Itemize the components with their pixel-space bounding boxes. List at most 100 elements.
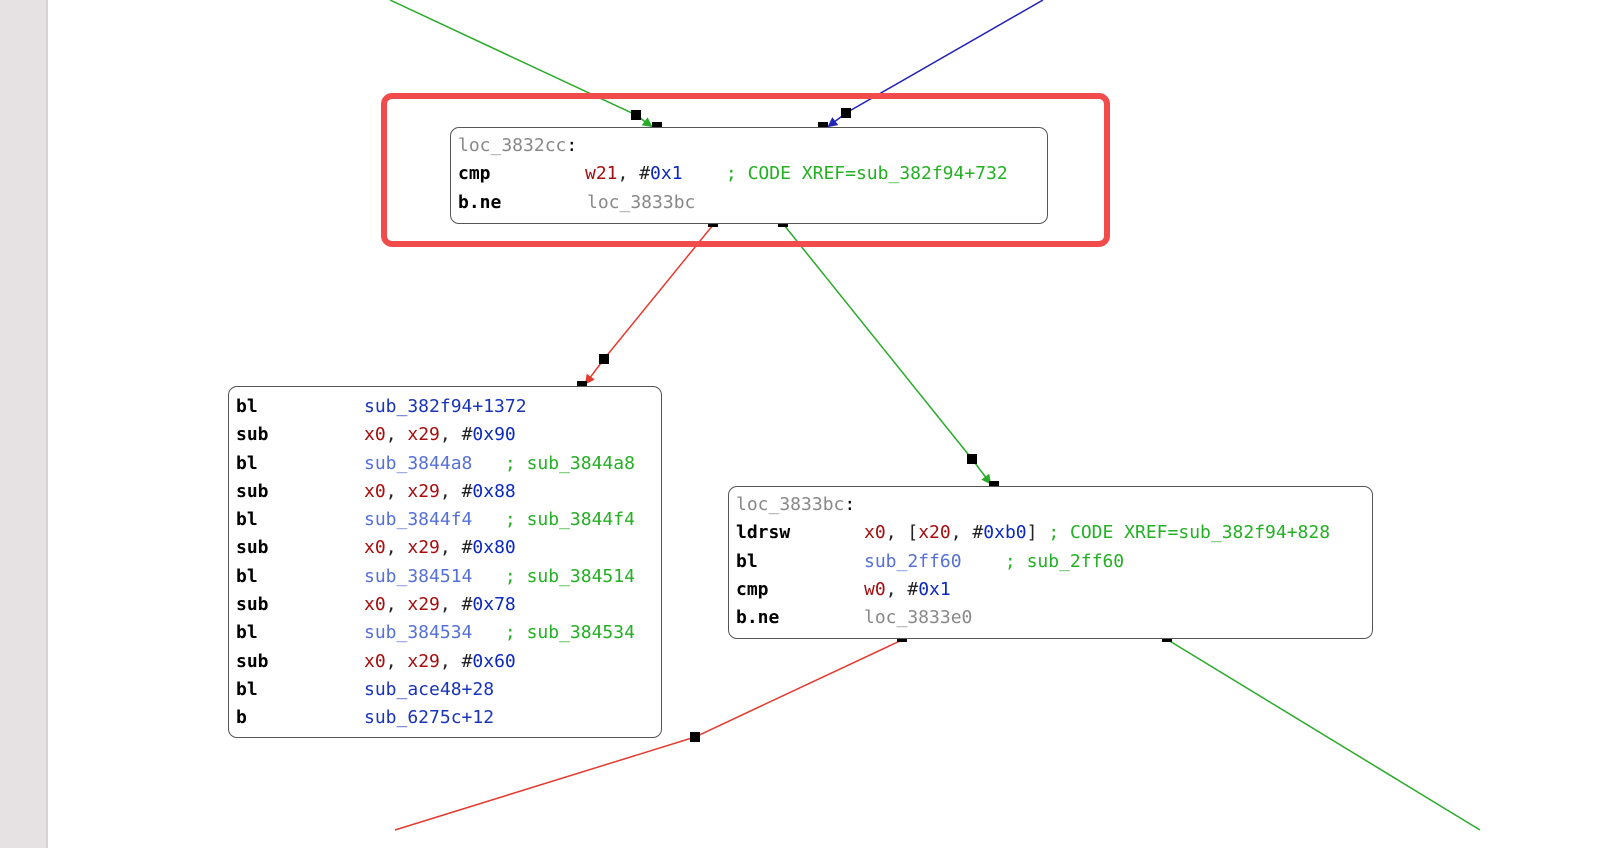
mnemonic: cmp	[458, 163, 491, 185]
call-target[interactable]: sub_384514	[364, 565, 473, 587]
branch-target[interactable]: sub_6275c+12	[364, 707, 495, 729]
call-target[interactable]: sub_ace48+28	[364, 678, 495, 700]
comma: ,	[950, 522, 973, 544]
comment: ; sub_3844f4	[504, 509, 635, 531]
mnemonic: bl	[236, 452, 258, 474]
comma: ,	[439, 650, 462, 672]
hash: #	[461, 537, 473, 559]
block-label-line: loc_3833bc:	[736, 491, 1366, 519]
instruction-line[interactable]: bl sub_ace48+28	[236, 676, 655, 704]
basic-block-loc_3833bc[interactable]: loc_3833bc: ldrsw x0, [x20, #0xb0] ; CODE…	[728, 486, 1373, 639]
left-sidebar	[0, 0, 48, 848]
mnemonic: sub	[236, 650, 269, 672]
comma: ,	[439, 594, 462, 616]
xref-comment[interactable]: ; CODE XREF=sub_382f94+828	[1048, 522, 1331, 544]
comma: ,	[617, 163, 640, 185]
instruction-line[interactable]: bl sub_382f94+1372	[236, 393, 655, 421]
register: x0	[364, 424, 386, 446]
immediate: 0x78	[472, 594, 516, 616]
hash: #	[907, 578, 919, 600]
xref-comment[interactable]: ; CODE XREF=sub_382f94+732	[725, 163, 1008, 185]
register: x0	[364, 537, 386, 559]
bracket-close: ]	[1026, 522, 1038, 544]
call-target[interactable]: sub_3844f4	[364, 509, 473, 531]
immediate: 0x60	[472, 650, 516, 672]
bracket-open: [	[907, 522, 919, 544]
comma: ,	[885, 522, 908, 544]
comma: ,	[439, 480, 462, 502]
mnemonic: bl	[236, 396, 258, 417]
mnemonic: bl	[236, 678, 258, 700]
call-target[interactable]: sub_384534	[364, 622, 473, 644]
edge-handle[interactable]	[841, 108, 851, 118]
instruction-line[interactable]: bl sub_3844f4 ; sub_3844f4	[236, 506, 655, 534]
immediate: 0x1	[650, 163, 683, 185]
comment: ; sub_3844a8	[504, 452, 635, 474]
edge-handle[interactable]	[690, 732, 700, 742]
mnemonic: cmp	[736, 578, 769, 600]
register: x29	[407, 537, 440, 559]
block-label[interactable]: loc_3833bc	[736, 494, 845, 515]
edge-handle[interactable]	[631, 110, 641, 120]
immediate: 0xb0	[983, 522, 1027, 544]
immediate: 0x88	[472, 480, 516, 502]
branch-target[interactable]: loc_3833e0	[864, 607, 973, 629]
branch-target[interactable]: loc_3833bc	[587, 191, 696, 213]
call-target[interactable]: sub_382f94+1372	[364, 396, 527, 417]
call-target[interactable]: sub_3844a8	[364, 452, 473, 474]
comma: ,	[439, 537, 462, 559]
edge-port	[989, 481, 999, 487]
mnemonic: bl	[236, 509, 258, 531]
comma: ,	[385, 650, 408, 672]
mnemonic: sub	[236, 480, 269, 502]
hash: #	[461, 594, 473, 616]
edge-port	[778, 221, 788, 227]
register: x0	[864, 522, 886, 544]
register: x29	[407, 650, 440, 672]
register: w21	[585, 163, 618, 185]
edge-true-outgoing[interactable]	[1167, 639, 1481, 831]
register: w0	[864, 578, 886, 600]
hash: #	[639, 163, 651, 185]
register: x29	[407, 594, 440, 616]
instruction-line[interactable]: sub x0, x29, #0x60	[236, 648, 655, 676]
mnemonic: bl	[236, 565, 258, 587]
instruction-line[interactable]: bl sub_3844a8 ; sub_3844a8	[236, 450, 655, 478]
register: x20	[918, 522, 951, 544]
instruction-line[interactable]: bl sub_2ff60 ; sub_2ff60	[736, 548, 1366, 576]
hash: #	[461, 424, 473, 446]
label-colon: :	[566, 135, 578, 156]
call-target[interactable]: sub_2ff60	[864, 550, 962, 572]
register: x0	[364, 594, 386, 616]
register: x0	[364, 480, 386, 502]
basic-block-loc_3832cc[interactable]: loc_3832cc: cmp w21, #0x1 ; CODE XREF=sub…	[450, 127, 1048, 224]
mnemonic: ldrsw	[736, 522, 791, 544]
hash: #	[461, 650, 473, 672]
register: x0	[364, 650, 386, 672]
edge-handle[interactable]	[599, 354, 609, 364]
instruction-line[interactable]: bl sub_384514 ; sub_384514	[236, 563, 655, 591]
immediate: 0x90	[472, 424, 516, 446]
edge-handle[interactable]	[967, 454, 977, 464]
comma: ,	[385, 594, 408, 616]
register: x29	[407, 480, 440, 502]
edge-true-to-loc_3833bc[interactable]	[783, 224, 992, 485]
edge-port	[708, 221, 718, 227]
immediate: 0x1	[918, 578, 951, 600]
instruction-line[interactable]: cmp w21, #0x1 ; CODE XREF=sub_382f94+732	[458, 160, 1041, 188]
block-label[interactable]: loc_3832cc	[458, 135, 567, 156]
comment: ; sub_2ff60	[1004, 550, 1125, 572]
mnemonic: bl	[736, 550, 758, 572]
comment: ; sub_384514	[504, 565, 635, 587]
